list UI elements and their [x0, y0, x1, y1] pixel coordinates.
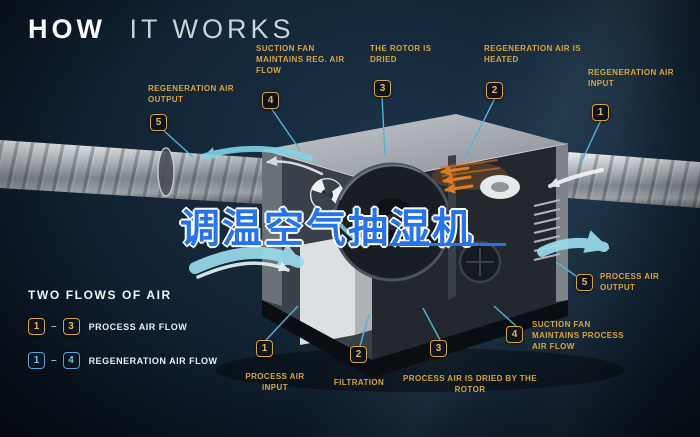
callout-label-process-air-output: PROCESS AIR OUTPUT — [600, 272, 660, 292]
callout-label-rotor-is-dried: THE ROTOR IS DRIED — [370, 44, 432, 64]
callout-badge-5-top: 5 — [150, 114, 167, 131]
regeneration-output-arrow — [202, 145, 313, 161]
callout-badge-4-top: 4 — [262, 92, 279, 109]
page-title: HOW IT WORKS — [28, 14, 295, 45]
callout-label-suction-fan-reg: SUCTION FAN MAINTAINS REG. AIR FLOW — [256, 44, 345, 75]
page-title-bold: HOW — [28, 14, 106, 44]
regeneration-input-arrow — [548, 168, 604, 188]
legend-badge-from-1-blue: 1 — [28, 352, 45, 369]
callout-label-regeneration-air-output: REGENERATION AIR OUTPUT — [148, 84, 234, 104]
legend-row-regeneration-air: 1 – 4 REGENERATION AIR FLOW — [28, 352, 218, 369]
vent-slats — [533, 199, 561, 261]
legend-heading: TWO FLOWS OF AIR — [28, 288, 172, 302]
heated-air-arrow — [440, 165, 470, 176]
legend-label-process-air-flow: PROCESS AIR FLOW — [88, 321, 188, 332]
page-title-light: IT WORKS — [129, 14, 295, 44]
legend-dash-2: – — [51, 355, 57, 366]
callout-badge-1-top: 1 — [592, 104, 609, 121]
callout-label-process-air-input: PROCESS AIR INPUT — [245, 372, 305, 392]
process-input-arrow — [189, 243, 304, 274]
callout-badge-1-bottom: 1 — [256, 340, 273, 357]
callout-badge-3-bottom: 3 — [430, 340, 447, 357]
legend-badge-from-1: 1 — [28, 318, 45, 335]
heater — [432, 159, 508, 190]
duct-right — [568, 152, 700, 208]
callout-label-regeneration-air-input: REGENERATION AIR INPUT — [588, 68, 674, 88]
callout-label-process-air-dried: PROCESS AIR IS DRIED BY THE ROTOR — [403, 374, 537, 394]
duct-left — [0, 140, 262, 204]
callout-label-suction-fan-process: SUCTION FAN MAINTAINS PROCESS AIR FLOW — [532, 320, 624, 351]
process-output-arrow — [537, 230, 610, 257]
overlay-title-underline — [388, 243, 506, 246]
machine-top-panel — [262, 114, 568, 182]
legend-row-process-air: 1 – 3 PROCESS AIR FLOW — [28, 318, 187, 335]
legend-badge-to-3: 3 — [62, 318, 80, 335]
callout-label-regeneration-air-heated: REGENERATION AIR IS HEATED — [484, 44, 581, 64]
callout-label-filtration: FILTRATION — [333, 378, 385, 387]
callout-badge-2-bottom: 2 — [350, 346, 367, 363]
callout-badge-4-bottom: 4 — [506, 326, 523, 343]
machine-left-face — [262, 150, 372, 360]
legend-label-regeneration-air-flow: REGENERATION AIR FLOW — [88, 355, 218, 366]
legend-badge-to-4-blue: 4 — [62, 352, 80, 369]
callout-badge-5-bottom: 5 — [576, 274, 593, 291]
callout-badge-3-top: 3 — [374, 80, 391, 97]
callout-badge-2-top: 2 — [486, 82, 503, 99]
legend-dash: – — [51, 321, 57, 332]
